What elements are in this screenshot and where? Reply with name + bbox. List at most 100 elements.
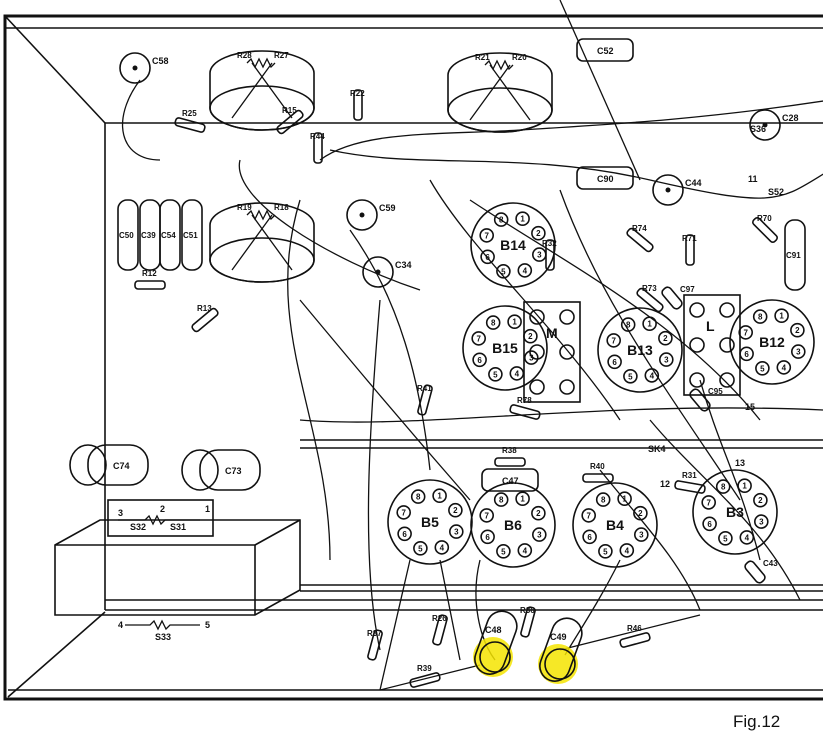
socket-pin-number: 1 [437,492,442,501]
socket-pin [480,249,495,265]
resistor-label: R25 [182,109,197,118]
capacitor-label: C52 [597,46,614,56]
socket-pin [449,524,464,539]
socket-pin-number: 8 [601,496,606,505]
capacitor-label: C44 [685,178,702,188]
resistor-r37: R37 [367,629,383,661]
socket-pin [472,352,487,368]
socket-label: B4 [606,517,624,533]
label-t11: 11 [748,174,758,184]
resistor-label: R74 [632,224,647,233]
socket-pin [479,228,494,243]
socket-pin-number: 3 [537,531,542,540]
coil-can-l: L [683,294,741,396]
resistor-r15: R15 [276,106,304,135]
capacitor-c91: C91 [784,219,806,291]
socket-pin-number: 7 [401,508,406,517]
capacitor-label: C91 [786,251,801,260]
resistor-r46: R46 [619,624,651,648]
socket-pin-number: 1 [622,495,627,504]
socket-pin-number: 8 [499,216,504,225]
transformer-box [54,499,301,631]
coil-label: M [546,325,558,341]
socket-pin [774,308,789,323]
resistor-label: R13 [197,304,212,313]
resistor-label: R46 [627,624,642,633]
socket-pin-number: 3 [664,356,669,365]
socket-pin-number: 4 [440,543,445,552]
socket-pin-number: 4 [515,369,520,378]
wires [121,0,823,691]
resistor-label: R26 [432,614,447,623]
resistor-r73: R73 [636,284,664,313]
socket-pin-number: 7 [484,231,489,240]
capacitor-c74: C74 [69,444,149,486]
socket-pin [598,544,613,559]
socket-pin-number: 7 [706,498,711,507]
label-t3: 3 [118,508,123,518]
socket-label: B3 [726,504,744,520]
resistor-label: R12 [142,269,157,278]
socket-pin [434,540,450,555]
label-s36: S36 [750,124,766,134]
socket-pin [634,527,649,542]
capacitor-c49: C49 [538,617,583,684]
socket-pin-number: 1 [647,320,652,329]
socket-pin-number: 5 [501,267,506,276]
socket-label: B12 [759,334,785,350]
socket-pin-number: 7 [611,336,616,345]
pot-label: R20 [512,53,527,62]
label-t1: 1 [205,504,210,514]
capacitor-c50: C50 [117,199,139,271]
socket-pin-number: 7 [476,334,481,343]
capacitor-c28: C28 [749,109,799,141]
socket-pin [623,369,638,384]
socket-pin [448,502,463,518]
resistor-label: R70 [757,214,772,223]
socket-pin [413,541,428,556]
socket-pin [659,352,674,367]
resistor-r41: R41 [417,384,433,416]
socket-label: B5 [421,514,439,530]
resistor-label: R22 [350,89,365,98]
resistor-r39: R39 [409,664,441,688]
socket-pin-number: 7 [484,511,489,520]
socket-pin-number: 6 [402,530,407,539]
capacitor-label: C48 [485,625,502,635]
label-t13: 13 [735,458,745,468]
socket-pin [790,322,805,338]
resistor-label: R40 [590,462,605,471]
socket-pin-number: 8 [758,313,763,322]
socket-pin [517,263,533,278]
capacitor-label: C34 [395,260,412,270]
capacitor-c43: C43 [744,559,778,584]
socket-pin [493,492,509,507]
socket-pin-number: 7 [743,328,748,337]
socket-pin-number: 1 [512,318,517,327]
socket-pin-number: 2 [663,334,668,343]
socket-pin-number: 6 [485,533,490,542]
socket-pin [658,330,673,346]
socket-pin [607,354,622,370]
socket-pin-number: 4 [625,546,630,555]
socket-label: B6 [504,517,522,533]
socket-pin [755,361,770,376]
socket-label: B15 [492,340,518,356]
socket-pin [617,491,632,506]
socket-pin-number: 2 [528,332,533,341]
socket-pin-number: 1 [520,495,525,504]
capacitor-c58: C58 [119,52,169,84]
socket-pin-number: 1 [742,482,747,491]
socket-pin [642,316,657,331]
socket-pin-number: 5 [628,372,633,381]
socket-pin [752,309,768,324]
socket-pin [496,264,511,279]
